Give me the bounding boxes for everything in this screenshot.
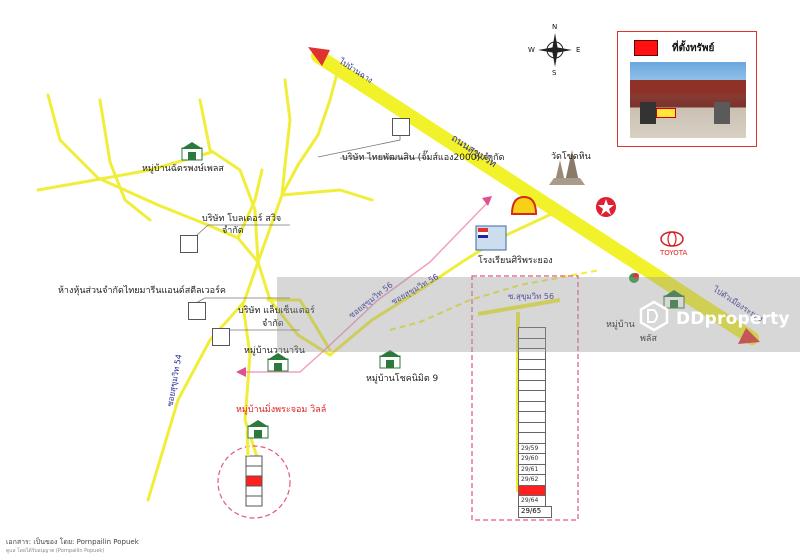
compass-s: S [552, 69, 557, 77]
label-village-right-1: หมู่บ้าน [606, 320, 635, 330]
label-partnership: ห้างหุ้นส่วนจำกัดไทยมารีนแอนด์สตีลเวอร์ค [58, 286, 226, 296]
unit-cell [518, 379, 546, 390]
building-marker-lab [212, 328, 230, 346]
label-toyota: TOYOTA [660, 249, 688, 257]
label-temple: วัดโขดหิน [551, 152, 591, 162]
credit-line-2: ดูแล โดยได้รับอนุญาต (Pornpailin Popuek) [6, 548, 105, 554]
compass: N S E W [528, 23, 581, 77]
village-icon-wanarin [267, 353, 289, 372]
unit-cell [518, 369, 546, 380]
unit-cell: 29/59 [518, 442, 546, 453]
property-photo [630, 62, 746, 138]
village-icon-right [663, 290, 685, 309]
label-village-chotnimit: หมู่บ้านโชคนิมิต 9 [366, 374, 439, 384]
label-village-right-2: พลัส [640, 334, 657, 344]
label-village-wanarin: หมู่บ้านวานาริน [244, 346, 306, 356]
village-icon-chotnimit [379, 350, 401, 369]
label-company-thaipatana: บริษัท ไทยพัฒนสิน (จั๊มส์แอง2000) จำกัด [342, 153, 505, 163]
unit-end: 29/65 [518, 505, 552, 518]
sukhumvit-road [311, 49, 759, 345]
unit-cell [518, 400, 546, 411]
arrow-to-banchang [308, 47, 330, 66]
building-marker-thaipatana [392, 118, 410, 136]
unit-cell [518, 432, 546, 443]
label-village-chatpong: หมู่บ้านฉัตรพงษ์เพลส [142, 164, 224, 174]
village-icon-chatpong [181, 142, 203, 161]
unit-cell: 29/64 [518, 495, 546, 506]
label-company-bolderswitch-2: จำกัด [222, 226, 244, 236]
shell-icon [510, 195, 538, 215]
unit-cell [518, 327, 546, 338]
unit-cell [518, 411, 546, 422]
label-company-bolderswitch-1: บริษัท โบลเดอร์ สวิจ [202, 214, 282, 224]
credit-line-1: เอกสาร: เป็นของ โดย: Pornpailin Popuek [6, 538, 139, 546]
label-school: โรงเรียนศิริพระยอง [478, 256, 553, 266]
soi56-road [329, 208, 561, 357]
school-icon [475, 225, 507, 251]
arrow-to-rayong [738, 328, 760, 344]
village-icon-phrachom [247, 420, 269, 439]
property-circle [217, 445, 291, 519]
route-line [240, 199, 491, 373]
unit-cell [518, 421, 546, 432]
unit-cell [518, 348, 546, 359]
watermark-brand: DDproperty [676, 309, 790, 329]
compass-e: E [576, 46, 581, 54]
ddproperty-logo-icon [639, 300, 669, 332]
compass-w: W [528, 46, 535, 54]
compass-rose-icon [538, 33, 572, 67]
unit-cell: 29/62 [518, 474, 546, 485]
road-label-soi56-c: ซ.สุขุมวิท 56 [508, 292, 555, 301]
unit-cell: 29/60 [518, 453, 546, 464]
unit-cell [518, 337, 546, 348]
unit-target [518, 484, 546, 495]
compass-n: N [552, 23, 558, 31]
unit-cell: 29/61 [518, 463, 546, 474]
legend-box: ที่ตั้งทรัพย์ [617, 31, 757, 147]
village-marker-icon [629, 273, 639, 283]
label-company-lab-2: จำกัด [262, 319, 284, 329]
building-marker-bolderswitch [180, 235, 198, 253]
unit-cell [518, 358, 546, 369]
watermark-band [277, 277, 800, 352]
label-village-phrachom: หมู่บ้านมิ่งพระจอม วิลล์ [236, 405, 327, 415]
unit-cell [518, 390, 546, 401]
label-company-lab-1: บริษัท แล็บเซ็นเตอร์ [238, 306, 315, 316]
building-marker-partnership [188, 302, 206, 320]
legend-swatch [634, 40, 658, 56]
temple-icon [549, 150, 585, 185]
toyota-icon [660, 231, 684, 247]
caltex-icon [596, 197, 616, 217]
legend-text: ที่ตั้งทรัพย์ [672, 43, 715, 54]
detail-frame [471, 275, 579, 521]
